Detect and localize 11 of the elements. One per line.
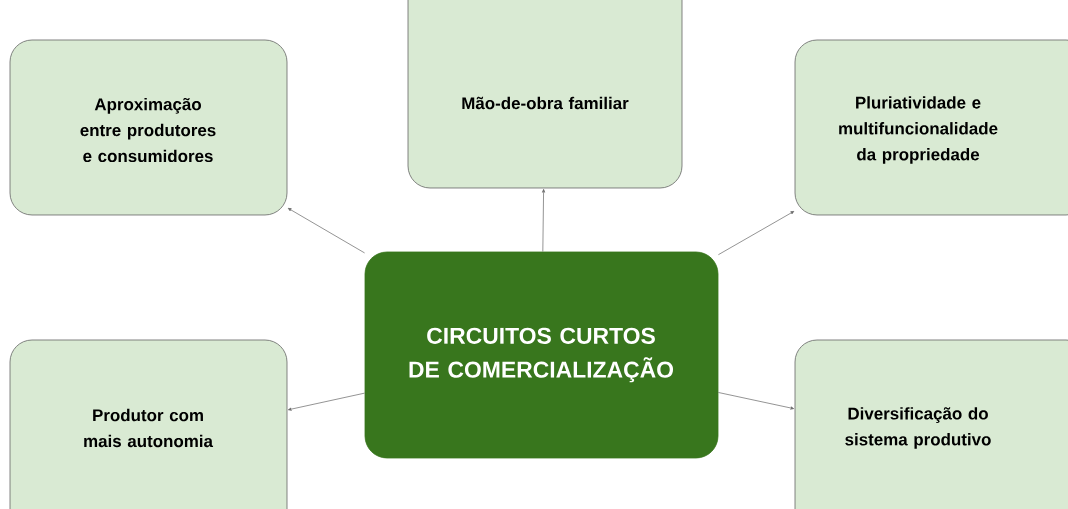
arrow xyxy=(718,211,795,256)
arrow xyxy=(287,207,365,254)
topic-box: Pluriatividade e multifuncionalidade da propriedade xyxy=(794,39,1068,216)
topic-box: Diversificação do sistema produtivo xyxy=(794,339,1068,509)
arrow xyxy=(718,392,795,410)
arrow xyxy=(287,392,365,411)
topic-box: Aproximação entre produtores e consumidores xyxy=(9,39,288,216)
topic-box: Produtor com mais autonomia xyxy=(9,339,288,509)
arrow xyxy=(542,189,546,252)
title-box: CIRCUITOS CURTOS DE COMERCIALIZAÇÃO xyxy=(364,251,719,459)
topic-box: Mão-de-obra familiar xyxy=(407,0,683,189)
